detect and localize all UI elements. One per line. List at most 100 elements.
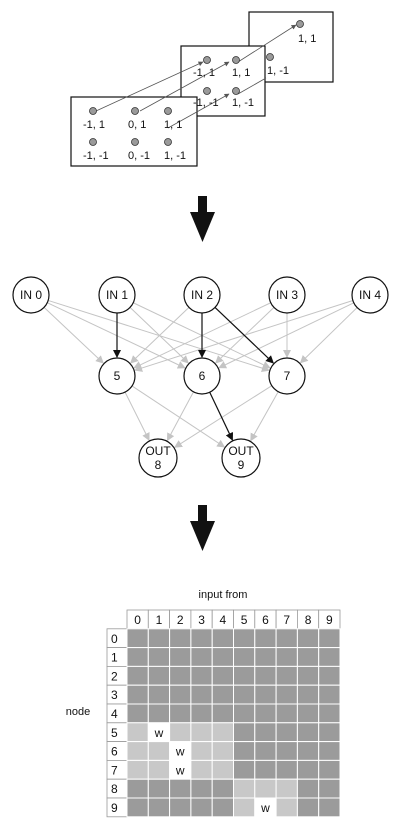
matrix-cell xyxy=(254,628,277,649)
matrix-cell xyxy=(254,778,277,799)
substrate: 1, 1 1, -1 -1, 1 1, 1 -1, -1 1, -1 -1, 1… xyxy=(70,11,334,167)
matrix-cell xyxy=(233,778,256,799)
network-edge xyxy=(48,299,270,372)
matrix-cell xyxy=(190,778,213,799)
substrate-point-label: 1, 1 xyxy=(298,33,316,45)
substrate-connection xyxy=(237,24,297,63)
network-node-label: IN 3 xyxy=(276,288,298,302)
matrix-cell xyxy=(233,647,256,667)
matrix-cell xyxy=(254,665,277,686)
matrix-cell xyxy=(147,647,171,667)
matrix-cell xyxy=(190,797,213,818)
matrix-cell xyxy=(169,722,192,743)
substrate-point-label: 0, 1 xyxy=(128,119,146,131)
substrate-point-label: 0, -1 xyxy=(128,150,150,162)
substrate-point-label: 1, -1 xyxy=(232,97,254,109)
substrate-point xyxy=(89,107,97,115)
matrix-cell xyxy=(169,628,192,649)
network-node xyxy=(183,357,221,395)
matrix-cell xyxy=(254,703,277,724)
matrix-cell xyxy=(211,741,234,761)
matrix-cell xyxy=(190,722,213,743)
down-arrow-icon xyxy=(190,505,215,551)
matrix-cell xyxy=(254,722,277,743)
matrix-cell xyxy=(296,778,320,799)
matrix-col-label: 7 xyxy=(283,613,290,627)
matrix-cell xyxy=(296,684,320,705)
matrix-cell xyxy=(254,647,277,667)
matrix-cell xyxy=(233,665,256,686)
matrix-cell xyxy=(275,684,298,705)
matrix-cell xyxy=(169,703,192,724)
substrate-point-label: 1, -1 xyxy=(164,150,186,162)
matrix-col-label: 9 xyxy=(326,613,333,627)
matrix-cell xyxy=(211,684,234,705)
substrate-point-label: -1, 1 xyxy=(83,119,105,131)
matrix-row-label: 3 xyxy=(111,688,118,702)
matrix-cell xyxy=(275,703,298,724)
down-arrow-icon xyxy=(190,196,215,242)
network-edge xyxy=(214,306,274,364)
matrix-cell xyxy=(126,722,149,743)
substrate-point xyxy=(164,138,172,146)
substrate-point xyxy=(89,138,97,146)
matrix-col-label: 8 xyxy=(305,613,312,627)
matrix-cell xyxy=(126,778,149,799)
matrix-cell xyxy=(126,759,149,780)
matrix-cell xyxy=(190,647,213,667)
matrix-col-label: 4 xyxy=(220,613,227,627)
matrix-row-label: 2 xyxy=(111,669,118,683)
network-edge xyxy=(209,391,234,441)
matrix-cell xyxy=(147,628,171,649)
matrix-cell xyxy=(147,741,171,761)
matrix-cell xyxy=(296,722,320,743)
network-node-label: 8 xyxy=(155,458,162,472)
substrate-point xyxy=(131,138,139,146)
matrix-row-header: node xyxy=(66,706,90,718)
matrix-cell xyxy=(147,665,171,686)
network-node xyxy=(183,276,221,314)
matrix-cell xyxy=(169,778,192,799)
matrix-weight-label: w xyxy=(260,801,270,815)
matrix-cell xyxy=(126,647,149,667)
network-node xyxy=(98,357,136,395)
network-node-label: IN 2 xyxy=(191,288,213,302)
matrix-cell xyxy=(169,665,192,686)
substrate-point-label: 1, 1 xyxy=(164,119,182,131)
matrix-cell xyxy=(169,797,192,818)
network-edges xyxy=(43,299,358,448)
matrix-row-label: 0 xyxy=(111,632,118,646)
matrix-cell xyxy=(318,759,341,780)
matrix-col-label: 6 xyxy=(262,613,269,627)
network-node xyxy=(12,276,50,314)
matrix-cell xyxy=(318,628,341,649)
substrate-point xyxy=(131,107,139,115)
network-node-label: 6 xyxy=(199,369,206,383)
substrate-point-label: 1, -1 xyxy=(267,65,289,77)
matrix-cell xyxy=(233,628,256,649)
matrix-cell xyxy=(275,722,298,743)
matrix-cell xyxy=(318,741,341,761)
substrate-connection xyxy=(237,77,267,95)
matrix-cell xyxy=(126,741,149,761)
matrix-cell xyxy=(211,797,234,818)
matrix-cell xyxy=(190,759,213,780)
matrix-cell xyxy=(211,703,234,724)
substrate-point-label: -1, -1 xyxy=(83,150,109,162)
matrix-cell xyxy=(169,647,192,667)
matrix-cell xyxy=(318,665,341,686)
matrix-cell xyxy=(296,703,320,724)
matrix-row-label: 5 xyxy=(111,726,118,740)
matrix-cell xyxy=(190,741,213,761)
matrix-cell xyxy=(126,628,149,649)
matrix-row-label: 9 xyxy=(111,801,118,815)
matrix-cell xyxy=(254,759,277,780)
matrix-cell xyxy=(296,759,320,780)
matrix-weight-label: w xyxy=(175,763,185,777)
matrix-weight-label: w xyxy=(175,745,185,759)
matrix-cell xyxy=(296,628,320,649)
network-node-label: OUT xyxy=(145,444,171,458)
matrix-cell xyxy=(275,628,298,649)
